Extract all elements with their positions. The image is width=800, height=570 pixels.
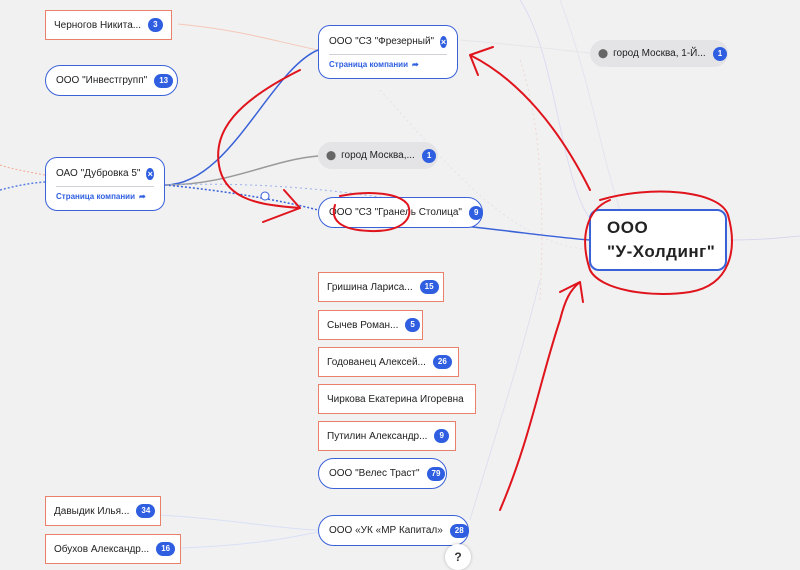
help-button[interactable]: ?: [445, 544, 471, 570]
company-node-mr[interactable]: ООО «УК «МР Капитал» 28: [318, 515, 469, 546]
person-node-sychev[interactable]: Сычев Роман... 5: [318, 310, 423, 340]
company-node-investgroup[interactable]: ООО "Инвестгрупп" 13: [45, 65, 178, 96]
share-arrow-icon: ➦: [412, 59, 419, 69]
person-name: Давыдик Илья...: [54, 505, 130, 517]
share-arrow-icon: ➦: [139, 191, 146, 201]
person-node-godovanets[interactable]: Годованец Алексей... 26: [318, 347, 459, 377]
count-badge: 26: [432, 355, 452, 369]
company-page-link[interactable]: Страница компании ➦: [56, 192, 146, 201]
count-badge: 16: [156, 542, 176, 556]
company-name: ОАО "Дубровка 5": [56, 168, 141, 179]
address-node-2[interactable]: ⬤ город Москва,... 1: [318, 142, 438, 169]
company-page-link-label: Страница компании: [56, 191, 136, 201]
company-page-link[interactable]: Страница компании ➦: [329, 60, 419, 69]
person-node-grishina[interactable]: Гришина Лариса... 15: [318, 272, 444, 302]
person-name: Черногов Никита...: [54, 19, 142, 31]
location-pin-icon: ⬤: [326, 150, 337, 160]
person-name: Годованец Алексей...: [327, 356, 426, 368]
location-pin-icon: ⬤: [598, 48, 609, 58]
count-badge: 15: [419, 280, 439, 294]
count-badge: 5: [405, 318, 420, 332]
main-company-node[interactable]: ООО "У-Холдинг": [589, 209, 727, 271]
person-node-davydik[interactable]: Давыдик Илья... 34: [45, 496, 161, 526]
person-node-chirkova[interactable]: Чиркова Екатерина Игоревна: [318, 384, 476, 414]
count-badge: 3: [148, 18, 163, 32]
person-node-obukhov[interactable]: Обухов Александр... 16: [45, 534, 181, 564]
count-badge: 9: [434, 429, 449, 443]
person-name: Обухов Александр...: [54, 543, 150, 555]
address-text: город Москва,...: [341, 150, 415, 161]
company-page-link-label: Страница компании: [329, 59, 409, 69]
count-badge: 79: [426, 466, 446, 481]
company-name: ООО "Инвестгрупп": [56, 75, 148, 86]
main-company-line2: "У-Холдинг": [607, 242, 716, 261]
company-node-dubrovka[interactable]: ОАО "Дубровка 5" × Страница компании ➦: [45, 157, 165, 211]
company-name: ООО "Велес Траст": [329, 468, 420, 479]
count-badge: 28: [449, 523, 469, 538]
company-name: ООО "СЗ "Гранель Столица": [329, 207, 462, 218]
count-badge: 9: [468, 205, 484, 220]
count-badge: 34: [136, 504, 156, 518]
count-badge: 1: [712, 46, 728, 61]
close-icon[interactable]: ×: [440, 35, 447, 48]
company-node-veles[interactable]: ООО "Велес Траст" 79: [318, 458, 447, 489]
person-node-putilin[interactable]: Путилин Александр... 9: [318, 421, 456, 451]
address-text: город Москва, 1-Й...: [613, 48, 706, 59]
close-icon[interactable]: ×: [146, 167, 154, 180]
company-node-granel[interactable]: ООО "СЗ "Гранель Столица" 9: [318, 197, 484, 228]
main-company-line1: ООО: [607, 218, 649, 237]
company-node-frezerny[interactable]: ООО "СЗ "Фрезерный" × Страница компании …: [318, 25, 458, 79]
person-name: Чиркова Екатерина Игоревна: [327, 393, 464, 405]
address-node-1[interactable]: ⬤ город Москва, 1-Й... 1: [590, 40, 728, 67]
person-name: Сычев Роман...: [327, 319, 399, 331]
company-name: ООО «УК «МР Капитал»: [329, 525, 443, 536]
divider: [56, 185, 154, 187]
count-badge: 1: [421, 148, 437, 163]
person-node-chernogov[interactable]: Черногов Никита... 3: [45, 10, 172, 40]
company-name: ООО "СЗ "Фрезерный": [329, 36, 435, 47]
divider: [329, 53, 447, 55]
person-name: Путилин Александр...: [327, 430, 428, 442]
count-badge: 13: [154, 73, 174, 88]
person-name: Гришина Лариса...: [327, 281, 413, 293]
